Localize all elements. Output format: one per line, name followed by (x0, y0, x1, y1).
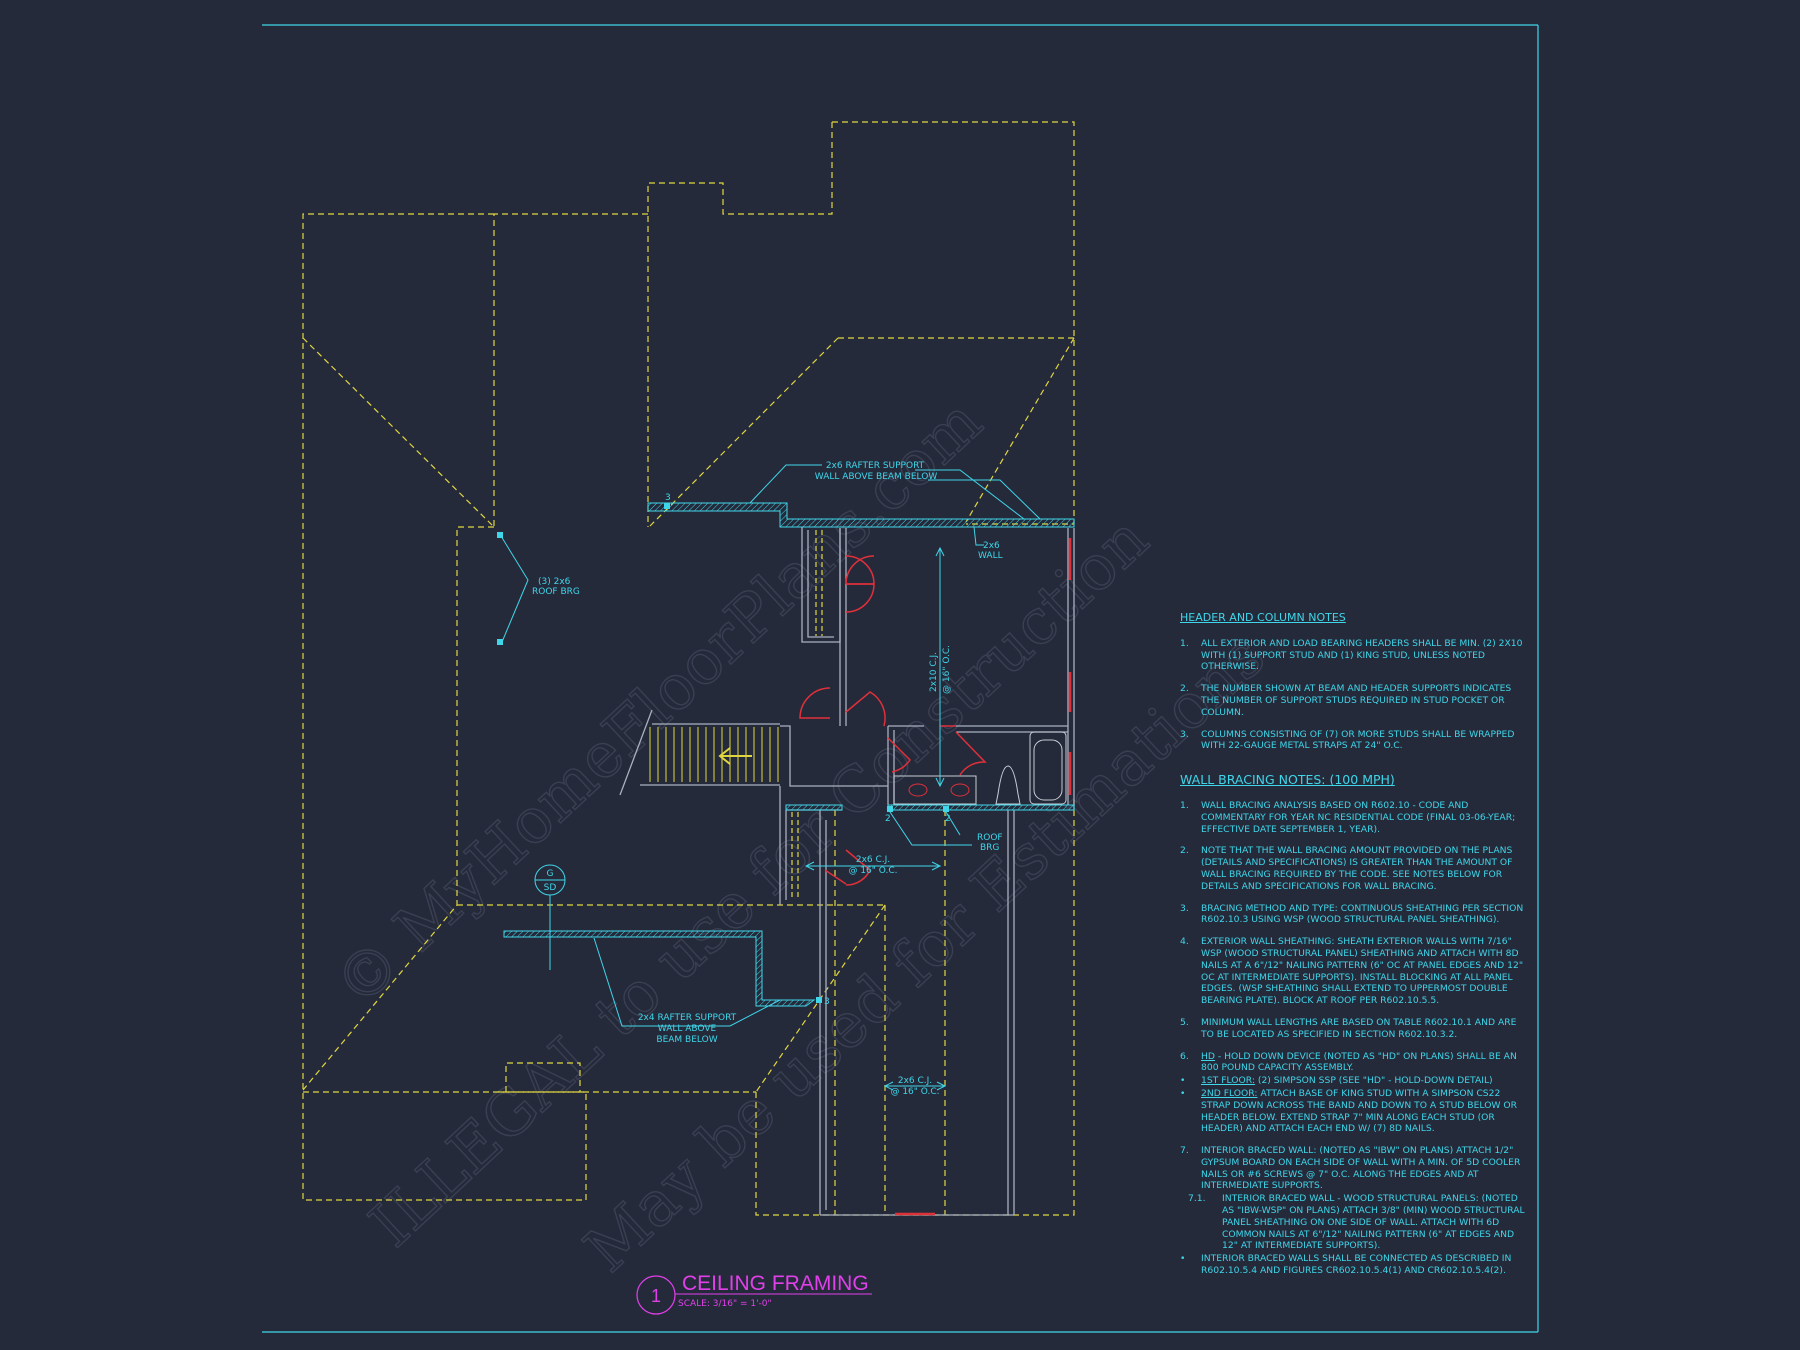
sink-left (908, 783, 928, 797)
closet-shelves (791, 530, 823, 900)
bracing-sub-note: •1ST FLOOR: (2) SIMPSON SSP (SEE "HD" - … (1180, 1075, 1493, 1087)
title-name: CEILING FRAMING (682, 1272, 869, 1295)
wall-label-2: WALL (978, 551, 1003, 561)
walls (619, 527, 1075, 1216)
drawing-title: 1 CEILING FRAMING SCALE: 3/16" = 1'-0" (636, 1272, 872, 1315)
cj-mid-label-2: @ 16" O.C. (848, 866, 897, 876)
header-note: 1.ALL EXTERIOR AND LOAD BEARING HEADERS … (1180, 637, 1523, 673)
bracing-note: 5.MINIMUM WALL LENGTHS ARE BASED ON TABL… (1180, 1016, 1517, 1040)
cj-mid-label-1: 2x6 C.J. (856, 855, 890, 865)
notes-panel: HEADER AND COLUMN NOTES 1.ALL EXTERIOR A… (1180, 612, 1525, 1287)
beams (503, 502, 1075, 1007)
header-notes-list: 1.ALL EXTERIOR AND LOAD BEARING HEADERS … (1180, 638, 1525, 752)
cj-low-label-1: 2x6 C.J. (898, 1076, 932, 1086)
dimensions (500, 464, 1041, 1091)
bracing-sub-note: 7.1.INTERIOR BRACED WALL - WOOD STRUCTUR… (1188, 1193, 1525, 1252)
sheet-border (262, 24, 1539, 1333)
cj-low-label-2: @ 16" O.C. (890, 1087, 939, 1097)
section-marker-top: G (547, 869, 554, 879)
stair-treads (649, 727, 779, 782)
stud-count-label: 3 (665, 493, 671, 503)
roof-brg-label-2: ROOF BRG (532, 587, 580, 597)
rafter-bottom-label-2: WALL ABOVE (658, 1024, 717, 1034)
bracing-notes-list: 1.WALL BRACING ANALYSIS BASED ON R602.10… (1180, 800, 1525, 1277)
doors (799, 538, 1072, 1216)
cj-vertical-label-2: @ 16" O.C. (942, 645, 952, 694)
section-marker: G SD (534, 864, 566, 896)
toilet (995, 765, 1021, 805)
stud-count-label: 2 (885, 814, 891, 824)
bracing-notes-heading: WALL BRACING NOTES: (100 MPH) (1180, 772, 1395, 788)
tub (1029, 731, 1067, 805)
bracing-note: 3.BRACING METHOD AND TYPE: CONTINUOUS SH… (1180, 902, 1524, 926)
header-note: 3.COLUMNS CONSISTING OF (7) OR MORE STUD… (1180, 728, 1515, 752)
cj-vertical-label-1: 2x10 C.J. (929, 652, 939, 692)
stud-marker (664, 503, 670, 509)
header-note: 2.THE NUMBER SHOWN AT BEAM AND HEADER SU… (1180, 683, 1512, 718)
bracing-sub-note: •2ND FLOOR: ATTACH BASE OF KING STUD WIT… (1180, 1087, 1518, 1135)
stud-marker (816, 997, 822, 1003)
stud-marker (497, 639, 503, 645)
stud-markers (497, 503, 949, 1003)
title-scale: SCALE: 3/16" = 1'-0" (678, 1299, 772, 1309)
bracing-note: 7.INTERIOR BRACED WALL: (NOTED AS "IBW" … (1180, 1145, 1525, 1277)
rafter-top-label-2: WALL ABOVE BEAM BELOW (815, 472, 938, 482)
roof-brg-right-label-1: ROOF (977, 833, 1003, 843)
stud-marker (943, 806, 949, 812)
bracing-note: 6.HD - HOLD DOWN DEVICE (NOTED AS "HD" O… (1180, 1051, 1525, 1136)
header-notes-heading: HEADER AND COLUMN NOTES (1180, 611, 1346, 624)
bracing-note: 4.EXTERIOR WALL SHEATHING: SHEATH EXTERI… (1180, 936, 1524, 1007)
sink-right (950, 783, 970, 797)
stud-count-label: 3 (824, 997, 830, 1007)
bracing-note: 1.WALL BRACING ANALYSIS BASED ON R602.10… (1180, 799, 1516, 835)
stud-count-label: 2 (945, 814, 951, 824)
bracing-sub-note: •INTERIOR BRACED WALLS SHALL BE CONNECTE… (1180, 1253, 1512, 1277)
rafter-bottom-label-1: 2x4 RAFTER SUPPORT (638, 1013, 737, 1023)
title-number-circle (636, 1275, 676, 1315)
section-marker-bottom: SD (544, 883, 557, 893)
bath-fixtures (893, 731, 1067, 805)
wall-label-1: 2x6 (983, 541, 1000, 551)
bracing-note: 2.NOTE THAT THE WALL BRACING AMOUNT PROV… (1180, 845, 1513, 892)
stud-marker (497, 532, 503, 538)
roof-brg-label-1: (3) 2x6 (538, 577, 571, 587)
title-number: 1 (651, 1286, 661, 1306)
roof-brg-right-label-2: BRG (980, 843, 999, 853)
rafter-bottom-label-3: BEAM BELOW (656, 1035, 717, 1045)
rafter-top-label-1: 2x6 RAFTER SUPPORT (826, 461, 925, 471)
stud-marker (887, 806, 893, 812)
plan-labels: 2x6 RAFTER SUPPORT WALL ABOVE BEAM BELOW… (532, 461, 1003, 1097)
